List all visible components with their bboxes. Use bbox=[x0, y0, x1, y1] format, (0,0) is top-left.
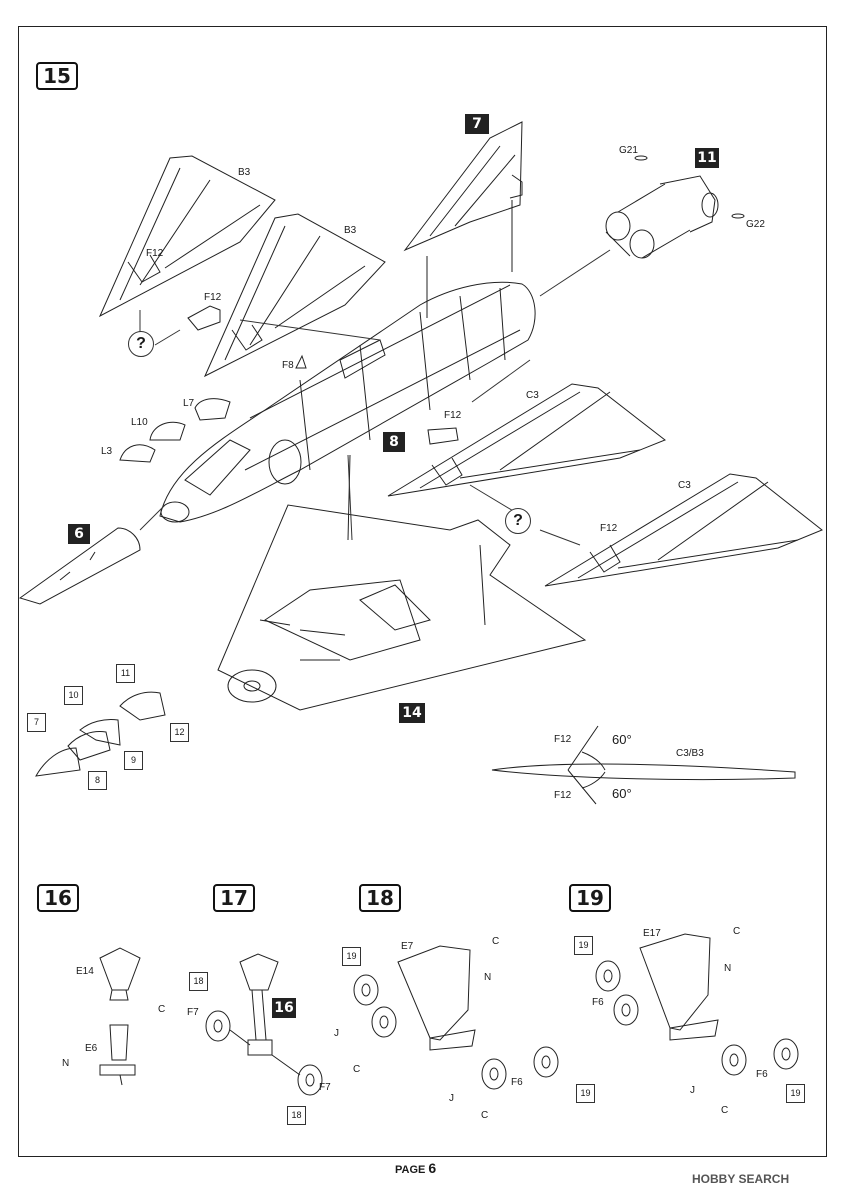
s17-label-j: J bbox=[334, 1028, 339, 1039]
part-l10 bbox=[149, 421, 186, 441]
step19-gear bbox=[595, 933, 799, 1076]
s16-label-c: C bbox=[158, 1004, 166, 1015]
step-18-number: 18 bbox=[359, 884, 401, 912]
wing-b3-left bbox=[98, 155, 276, 318]
decal-11: 11 bbox=[116, 664, 135, 683]
subassembly-7: 7 bbox=[465, 114, 489, 134]
s18-label-f6: F6 bbox=[511, 1077, 523, 1088]
s17-label-f7-b: F7 bbox=[319, 1082, 331, 1093]
s19-decal-19-bottom: 19 bbox=[786, 1084, 805, 1103]
label-f12-c: F12 bbox=[444, 410, 462, 421]
s18-label-j: J bbox=[449, 1093, 454, 1104]
step16-strut bbox=[99, 947, 141, 1086]
label-f12-b: F12 bbox=[204, 292, 222, 303]
wing-b3-right bbox=[203, 213, 386, 378]
subassembly-11: 11 bbox=[695, 148, 719, 168]
step18-gear bbox=[353, 945, 559, 1090]
s19-decal-19-top: 19 bbox=[574, 936, 593, 955]
decal-10: 10 bbox=[64, 686, 83, 705]
angle-diagram bbox=[491, 725, 796, 805]
watermark: HOBBY SEARCH bbox=[692, 1172, 790, 1186]
step-15-number: 15 bbox=[36, 62, 78, 90]
part-l7 bbox=[194, 398, 231, 421]
s16-label-e14: E14 bbox=[76, 966, 94, 977]
optional-choice-marker-left: ? bbox=[128, 331, 154, 357]
decal-canopy-parts bbox=[35, 691, 166, 777]
s19-label-j: J bbox=[690, 1085, 695, 1096]
s18-label-n: N bbox=[484, 972, 492, 983]
page-frame bbox=[18, 26, 827, 1157]
step-16-number: 16 bbox=[37, 884, 79, 912]
step-17-number: 17 bbox=[213, 884, 255, 912]
s18-decal-19-bottom: 19 bbox=[576, 1084, 595, 1103]
decal-12: 12 bbox=[170, 723, 189, 742]
optional-choice-marker-right: ? bbox=[505, 508, 531, 534]
s19-label-f6-a: F6 bbox=[592, 997, 604, 1008]
decal-9: 9 bbox=[124, 751, 143, 770]
label-f8: F8 bbox=[282, 360, 294, 371]
fuselage bbox=[159, 281, 536, 523]
s19-label-c2: C bbox=[721, 1105, 729, 1116]
step-19-number: 19 bbox=[569, 884, 611, 912]
s17-label-f7-a: F7 bbox=[187, 1007, 199, 1018]
step17-strut bbox=[205, 953, 323, 1096]
page-number: 6 bbox=[428, 1160, 437, 1176]
label-c3-upper: C3 bbox=[526, 390, 539, 401]
lower-wing-plate bbox=[217, 454, 587, 711]
s19-label-e17: E17 bbox=[643, 928, 661, 939]
angle-label-wing: C3/B3 bbox=[676, 748, 704, 759]
s19-label-c: C bbox=[733, 926, 741, 937]
nose-cone bbox=[18, 527, 141, 605]
angle-label-f12-top: F12 bbox=[554, 734, 572, 745]
angle-label-f12-bottom: F12 bbox=[554, 790, 572, 801]
subassembly-16: 16 bbox=[272, 998, 296, 1018]
s18-decal-19-top: 19 bbox=[342, 947, 361, 966]
label-f12-d: F12 bbox=[600, 523, 618, 534]
wing-c3-lower bbox=[544, 473, 823, 587]
vertical-fin bbox=[403, 121, 523, 318]
label-g22: G22 bbox=[746, 219, 765, 230]
s17-decal-18-bottom: 18 bbox=[287, 1106, 306, 1125]
s19-label-f6-b: F6 bbox=[756, 1069, 768, 1080]
label-l3: L3 bbox=[101, 446, 113, 457]
s18-label-c: C bbox=[492, 936, 500, 947]
engine-exhaust bbox=[605, 155, 745, 259]
subassembly-14: 14 bbox=[399, 703, 425, 723]
s16-label-n: N bbox=[62, 1058, 70, 1069]
s18-label-e7: E7 bbox=[401, 941, 414, 952]
wing-c3-upper bbox=[387, 383, 666, 497]
part-l3 bbox=[119, 444, 156, 463]
s17-label-c: C bbox=[353, 1064, 361, 1075]
decal-8: 8 bbox=[88, 771, 107, 790]
part-f8 bbox=[295, 354, 307, 369]
subassembly-6: 6 bbox=[68, 524, 90, 544]
label-b3-left: B3 bbox=[238, 167, 251, 178]
angle-value-bottom: 60° bbox=[612, 786, 632, 801]
page-footer: PAGE 6 bbox=[395, 1160, 436, 1176]
label-c3-lower: C3 bbox=[678, 480, 691, 491]
label-l10: L10 bbox=[131, 417, 148, 428]
s18-label-c2: C bbox=[481, 1110, 489, 1121]
s19-label-n: N bbox=[724, 963, 732, 974]
label-g21: G21 bbox=[619, 145, 638, 156]
label-b3-right: B3 bbox=[344, 225, 357, 236]
angle-value-top: 60° bbox=[612, 732, 632, 747]
s16-label-e6: E6 bbox=[85, 1043, 98, 1054]
label-l7: L7 bbox=[183, 398, 195, 409]
part-f12-small bbox=[187, 305, 221, 331]
label-f12-a: F12 bbox=[146, 248, 164, 259]
decal-7: 7 bbox=[27, 713, 46, 732]
page-label: PAGE bbox=[395, 1164, 426, 1176]
subassembly-8: 8 bbox=[383, 432, 405, 452]
s17-decal-18-top: 18 bbox=[189, 972, 208, 991]
